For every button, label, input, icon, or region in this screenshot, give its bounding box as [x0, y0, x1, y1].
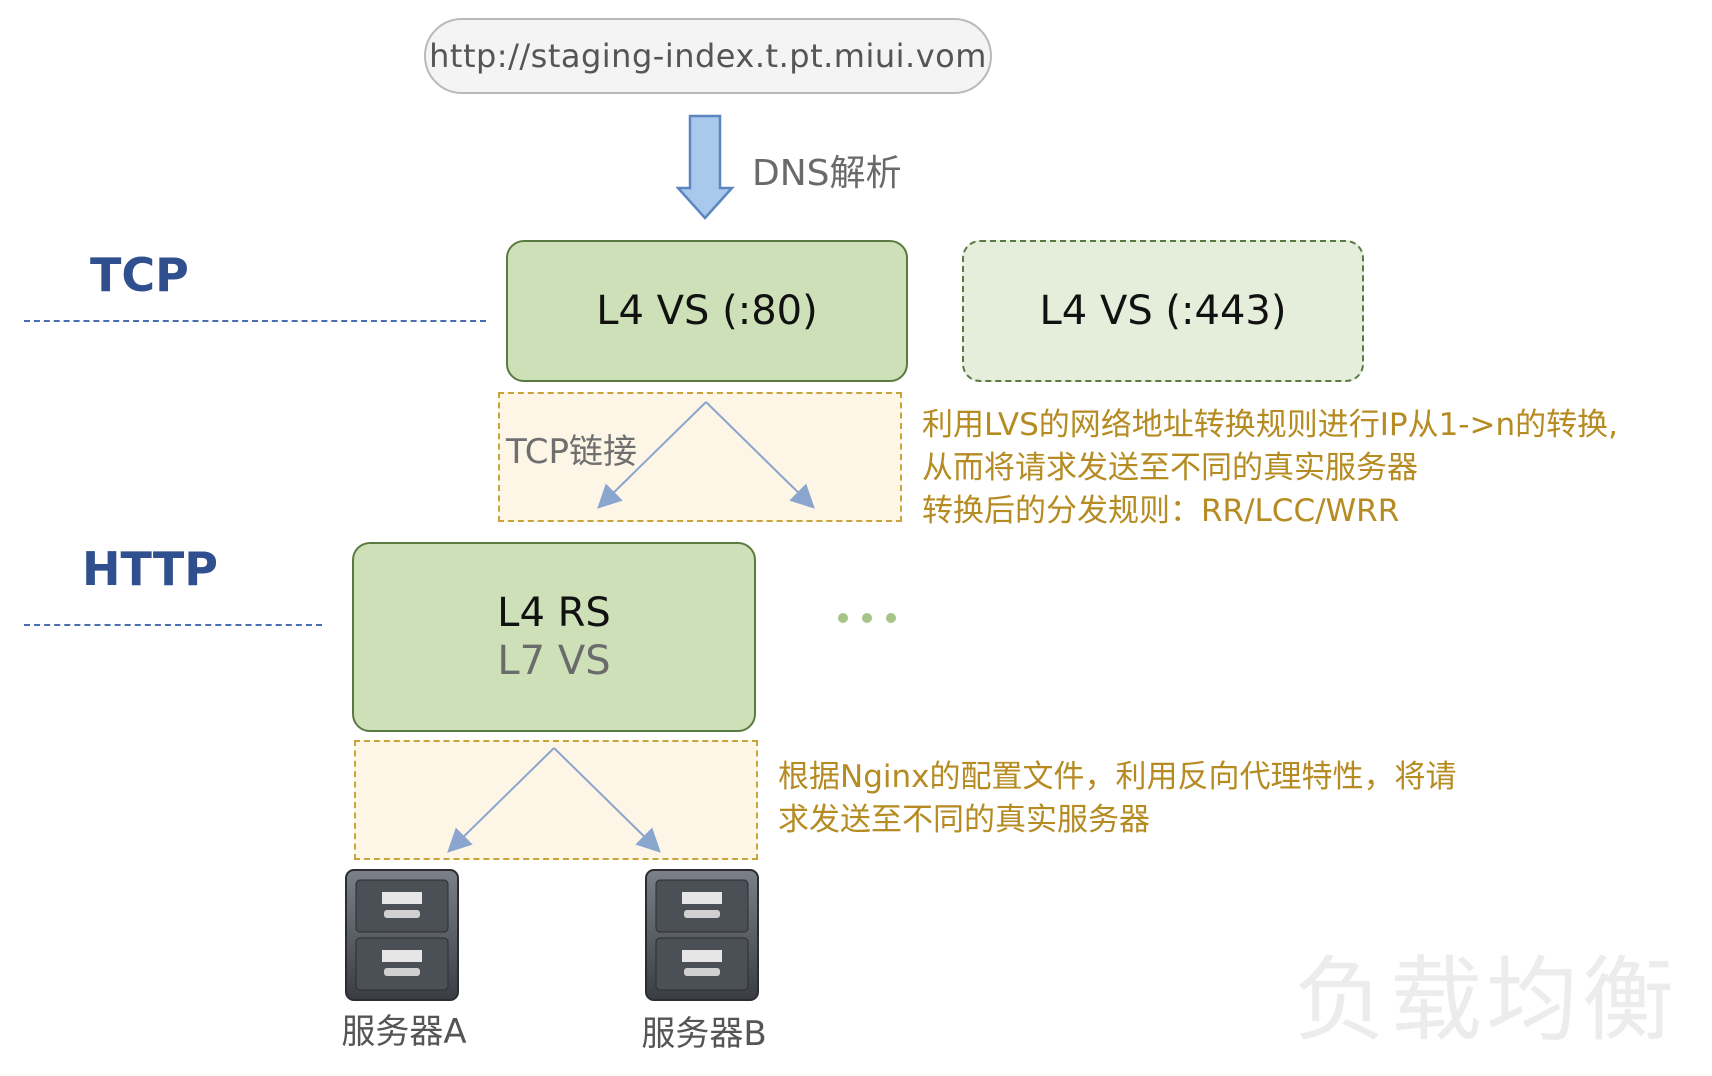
tcp-layer-divider	[24, 320, 486, 322]
http-fanout-arrows	[447, 747, 661, 853]
file-cabinet-icon	[345, 869, 459, 1001]
http-layer-divider	[24, 624, 322, 626]
lvs-note-line: 从而将请求发送至不同的真实服务器	[922, 450, 1418, 486]
lvs-note: 利用LVS的网络地址转换规则进行IP从1->n的转换, 从而将请求发送至不同的真…	[922, 404, 1618, 533]
watermark: 负载均衡	[1294, 947, 1679, 1054]
lvs-note-line: 利用LVS的网络地址转换规则进行IP从1->n的转换,	[922, 407, 1618, 443]
file-cabinet-icon	[645, 869, 759, 1001]
lvs-note-line: 转换后的分发规则：RR/LCC/WRR	[922, 493, 1400, 529]
tcp-connection-label: TCP链接	[506, 432, 638, 472]
l7-vs-label: L7 VS	[497, 638, 611, 684]
l4-rs-l7-vs-box: L4 RS L7 VS	[352, 542, 756, 732]
tcp-fanout-arrows	[597, 401, 815, 509]
ellipsis-icon	[838, 613, 896, 623]
nginx-note: 根据Nginx的配置文件，利用反向代理特性，将请 求发送至不同的真实服务器	[778, 756, 1456, 842]
dns-down-arrow-icon	[676, 114, 735, 220]
l4-vs-80-label: L4 VS (:80)	[596, 288, 818, 334]
tcp-distribution-area	[498, 392, 902, 522]
server-b-label: 服务器B	[641, 1014, 767, 1054]
l4-vs-443-box: L4 VS (:443)	[962, 240, 1364, 382]
layer-label-tcp: TCP	[90, 248, 189, 302]
server-a-label: 服务器A	[341, 1012, 467, 1052]
layer-label-http: HTTP	[82, 542, 219, 596]
http-distribution-area	[354, 740, 758, 860]
nginx-note-line: 求发送至不同的真实服务器	[778, 802, 1150, 838]
url-text: http://staging-index.t.pt.miui.vom	[429, 37, 987, 75]
l4-rs-label: L4 RS	[497, 590, 611, 636]
dns-label: DNS解析	[752, 153, 902, 194]
nginx-note-line: 根据Nginx的配置文件，利用反向代理特性，将请	[778, 759, 1457, 795]
url-bar: http://staging-index.t.pt.miui.vom	[424, 18, 992, 94]
l4-vs-443-label: L4 VS (:443)	[1039, 288, 1287, 334]
l4-vs-80-box: L4 VS (:80)	[506, 240, 908, 382]
